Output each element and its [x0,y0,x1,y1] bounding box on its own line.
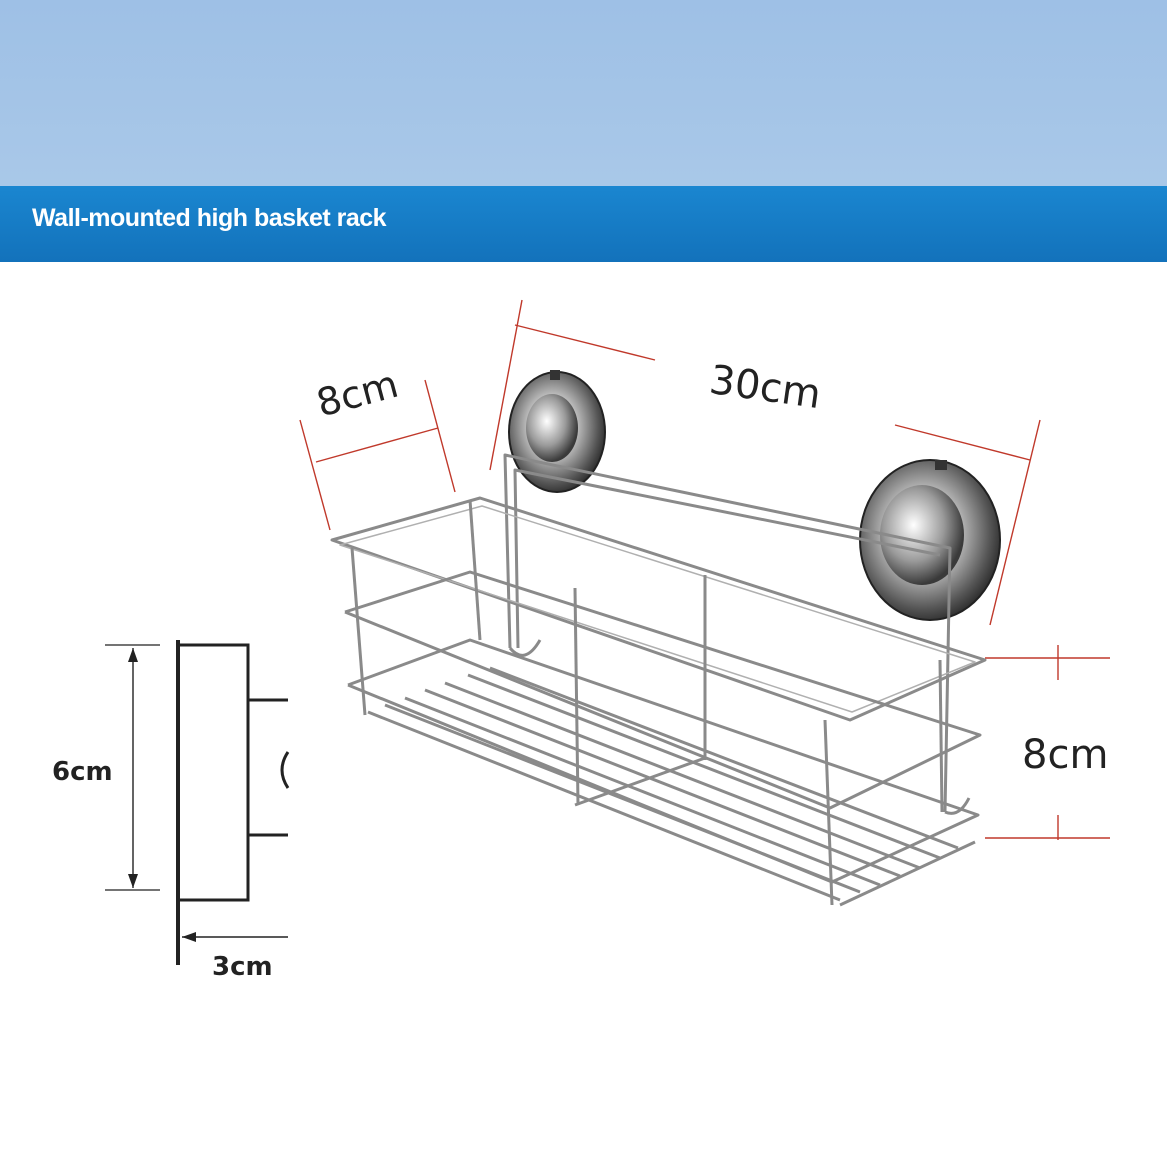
wire-basket-icon [330,453,987,907]
sky-background [0,0,1167,186]
suction-cup-icon [859,459,1001,621]
side-depth-label: 3cm [212,952,273,982]
product-diagram [105,299,1110,965]
title-banner: Wall-mounted high basket rack [0,186,1167,262]
side-height-label: 6cm [52,757,113,787]
height-label: 8cm [1022,732,1109,778]
dimension-lines [299,299,1110,840]
page-title: Wall-mounted high basket rack [32,204,387,232]
side-profile [105,640,290,965]
